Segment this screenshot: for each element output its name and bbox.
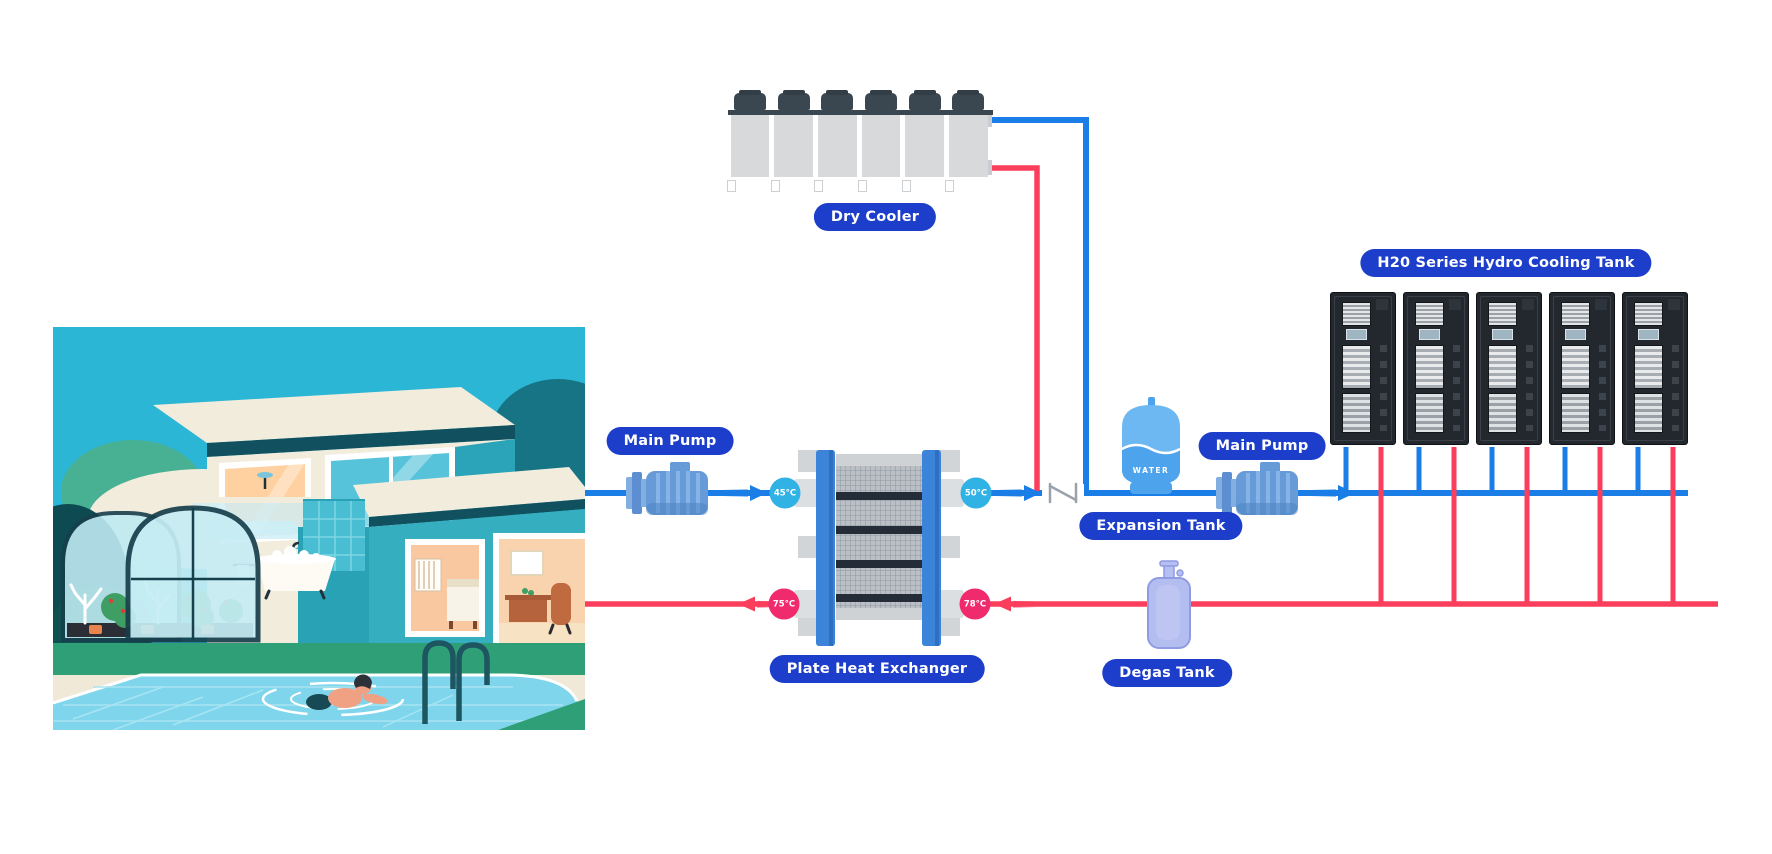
arrow-left-icon <box>994 596 1037 612</box>
rack-vent <box>1595 299 1607 310</box>
expansion-tank-water-text: WATER <box>1132 466 1170 475</box>
cooler-panel <box>817 115 857 177</box>
rack-coil-mid <box>1415 345 1444 389</box>
cooling-rack <box>1549 292 1615 445</box>
label-dry-cooler: Dry Cooler <box>813 203 937 231</box>
rack-coil-mid <box>1488 345 1517 389</box>
rack-vent <box>1449 299 1461 310</box>
fan-icon <box>777 90 810 110</box>
fan-icon <box>908 90 941 110</box>
arrow-right-icon <box>1310 485 1355 501</box>
dry-cooler-fan-unit <box>901 90 950 192</box>
dry-cooler-fan-unit <box>770 90 818 192</box>
dry-cooler-fan-unit <box>945 90 993 192</box>
hydro-cooling-racks <box>1330 292 1688 445</box>
fan-icon <box>733 90 766 110</box>
rack-coil-top <box>1488 302 1517 326</box>
pipe-hot-loop <box>585 165 1718 607</box>
rack-hot-drops <box>1378 447 1676 604</box>
temp-badge-45c: 45°C <box>769 477 801 509</box>
cooling-rack <box>1403 292 1469 445</box>
label-expansion-tank: Expansion Tank <box>1079 512 1243 540</box>
label-hydro-cooling-tank: H20 Series Hydro Cooling Tank <box>1360 249 1652 277</box>
rack-slot-column <box>1599 345 1606 431</box>
greenhouse <box>61 505 261 643</box>
cooler-panel <box>905 115 944 177</box>
arrow-right-icon <box>996 485 1041 501</box>
house-illustration <box>53 327 585 730</box>
rack-coil-bottom <box>1415 393 1444 433</box>
lawn <box>53 643 585 677</box>
rack-display <box>1492 329 1513 340</box>
rack-coil-mid <box>1342 345 1371 389</box>
cooler-panel <box>948 115 988 177</box>
rack-coil-bottom <box>1342 393 1371 433</box>
cooler-panel <box>774 115 813 177</box>
rack-coil-bottom <box>1634 393 1663 433</box>
dry-cooler <box>727 90 993 192</box>
cooling-rack <box>1476 292 1542 445</box>
cooler-panel <box>730 115 770 177</box>
office-window <box>493 533 585 653</box>
label-main-pump-left: Main Pump <box>606 427 734 455</box>
rack-coil-bottom <box>1488 393 1517 433</box>
arrow-right-icon <box>722 485 767 501</box>
rack-slot-column <box>1380 345 1387 431</box>
fan-icon <box>952 90 985 110</box>
rack-vent <box>1522 299 1534 310</box>
rack-coil-bottom <box>1561 393 1590 433</box>
fan-icon <box>864 90 897 110</box>
check-valve-icon <box>1042 482 1084 504</box>
expansion-tank <box>1121 397 1181 494</box>
dry-cooler-fan-unit <box>858 90 906 192</box>
rack-coil-top <box>1342 302 1371 326</box>
cooling-rack <box>1622 292 1688 445</box>
bedroom-window <box>405 539 485 637</box>
rack-coil-mid <box>1561 345 1590 389</box>
main-pump-left-icon <box>624 460 710 517</box>
rack-display <box>1346 329 1367 340</box>
rack-coil-top <box>1634 302 1663 326</box>
plate-heat-exchanger <box>794 450 964 646</box>
rack-slot-column <box>1672 345 1679 431</box>
pool-area <box>53 640 585 730</box>
rack-coil-top <box>1561 302 1590 326</box>
rack-display <box>1638 329 1659 340</box>
label-degas-tank: Degas Tank <box>1102 659 1232 687</box>
dry-cooler-fan-unit <box>814 90 862 192</box>
degas-tank <box>1147 560 1191 649</box>
fan-icon <box>821 90 854 110</box>
rack-coil-top <box>1415 302 1444 326</box>
temp-badge-75c: 75°C <box>768 588 800 620</box>
rack-slot-column <box>1453 345 1460 431</box>
dry-cooler-fan-unit <box>727 90 775 192</box>
rack-slot-column <box>1526 345 1533 431</box>
label-plate-heat-exchanger: Plate Heat Exchanger <box>769 655 985 683</box>
rack-coil-mid <box>1634 345 1663 389</box>
rack-vent <box>1376 299 1388 310</box>
pool-ladder <box>422 640 490 724</box>
rack-cold-drops <box>1343 447 1641 493</box>
cooling-rack <box>1330 292 1396 445</box>
swimmer <box>261 674 405 717</box>
rack-display <box>1419 329 1440 340</box>
temp-badge-50c: 50°C <box>960 477 992 509</box>
rack-display <box>1565 329 1586 340</box>
rack-vent <box>1668 299 1680 310</box>
temp-badge-78c: 78°C <box>959 588 991 620</box>
label-main-pump-right: Main Pump <box>1198 432 1326 460</box>
main-pump-right-icon <box>1214 460 1300 517</box>
cooler-panel <box>861 115 901 177</box>
